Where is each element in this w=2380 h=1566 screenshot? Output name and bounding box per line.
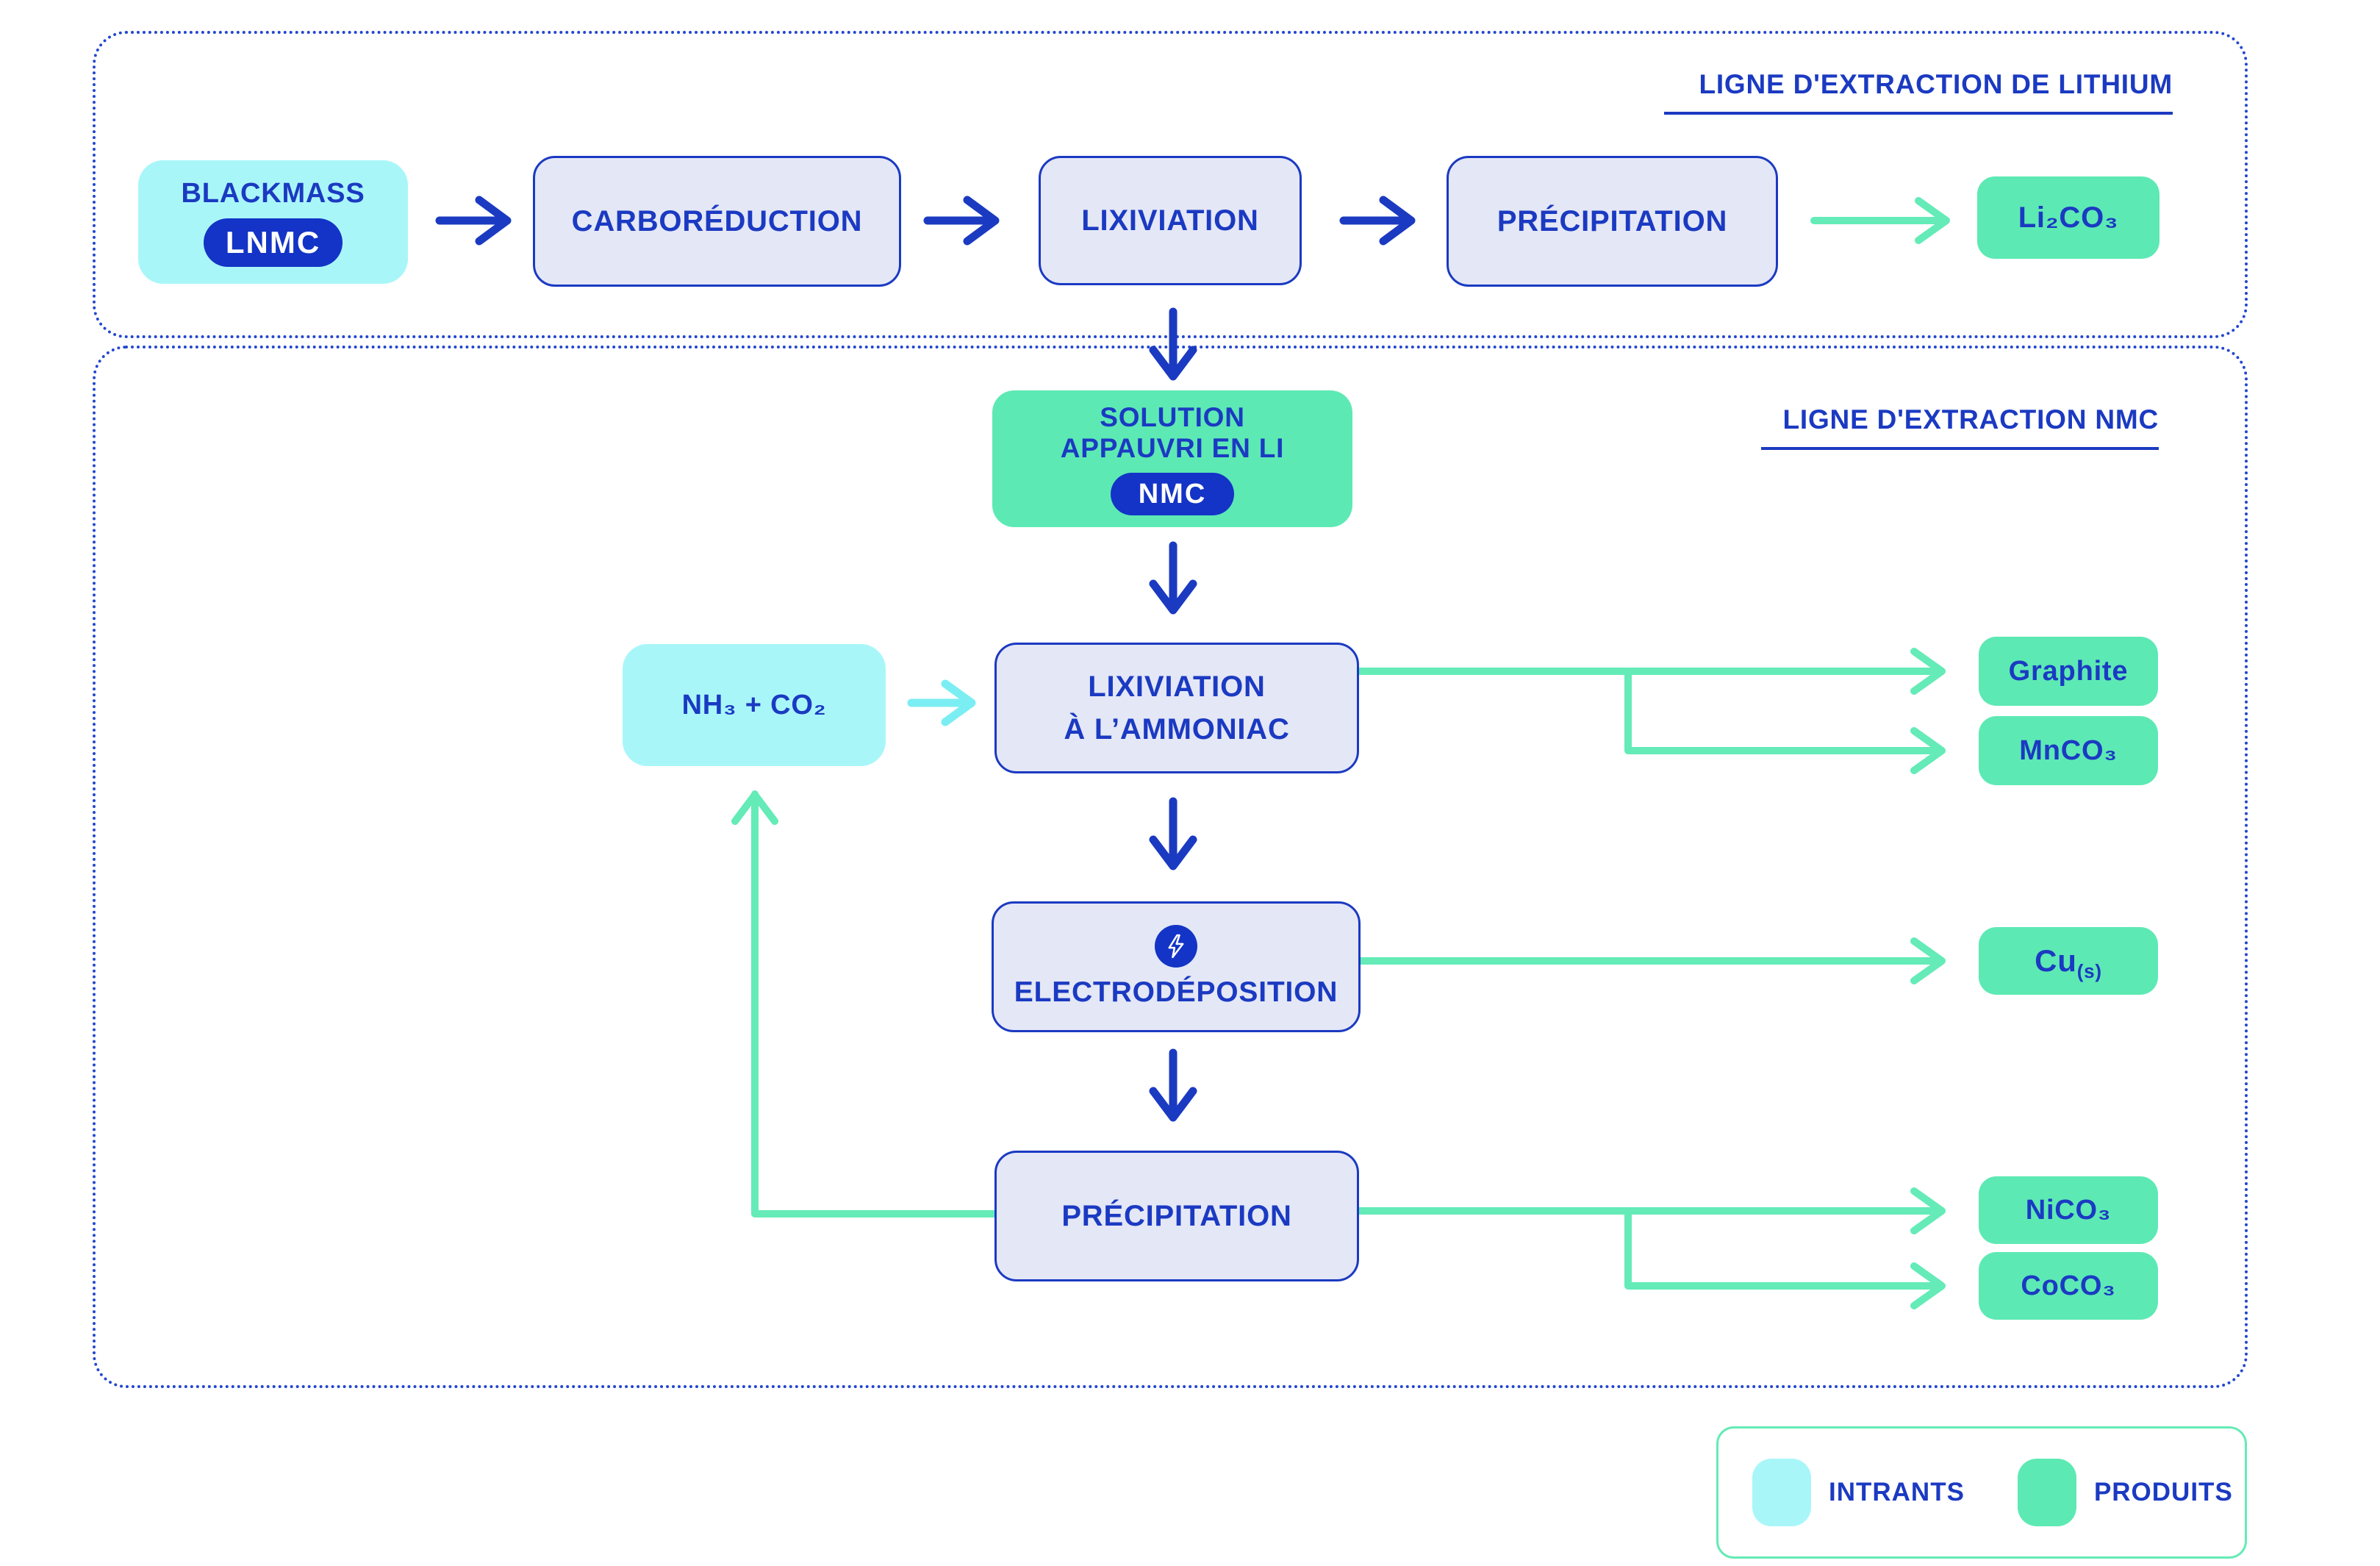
arrowhead-icon <box>1910 727 1946 774</box>
cu-subscript: (s) <box>2076 960 2102 983</box>
arrowhead-icon <box>1149 346 1197 381</box>
mnco3-label: MnCO₃ <box>2019 734 2118 766</box>
nico3-product-box: NiCO₃ <box>1979 1176 2158 1244</box>
intrants-label: INTRANTS <box>1829 1478 1965 1506</box>
mnco3-product-box: MnCO₃ <box>1979 716 2158 785</box>
lithium-line-title: LIGNE D'EXTRACTION DE LITHIUM <box>1664 69 2173 115</box>
arrow-recycle-loop <box>751 790 1000 1218</box>
nmc-tag: NMC <box>1110 473 1235 515</box>
intrants-swatch-icon <box>1752 1459 1811 1526</box>
arrow-leach-mnco3 <box>1624 668 1941 754</box>
nmc-precipitation-label: PRÉCIPITATION <box>1061 1199 1292 1232</box>
produits-label: PRODUITS <box>2093 1478 2233 1506</box>
li2co3-label: Li₂CO₃ <box>2018 201 2119 234</box>
arrowhead-icon <box>963 196 1000 246</box>
li2co3-product-box: Li₂CO₃ <box>1977 176 2159 259</box>
cyan-input-arrow <box>907 679 976 726</box>
nh3-co2-input-box: NH₃ + CO₂ <box>623 644 886 766</box>
nmc-line-title: LIGNE D'EXTRACTION NMC <box>1761 404 2159 450</box>
cu-base: Cu <box>2035 943 2077 978</box>
cu-label: Cu(s) <box>2035 943 2102 983</box>
cu-product-box: Cu(s) <box>1979 927 2158 995</box>
arrowhead-icon <box>1379 196 1416 246</box>
legend-produits: PRODUITS <box>2017 1459 2233 1526</box>
nico3-label: NiCO₃ <box>2025 1194 2112 1226</box>
blue-flow-arrows <box>435 196 1416 1122</box>
arrowhead-icon <box>1910 1262 1946 1309</box>
arrowhead-icon <box>941 679 976 726</box>
precipitation-label: PRÉCIPITATION <box>1497 204 1728 237</box>
ammonia-leaching-line2: À L’AMMONIAC <box>1064 713 1290 746</box>
produits-swatch-icon <box>2017 1459 2076 1526</box>
carboreduction-label: CARBORÉDUCTION <box>571 204 863 237</box>
lixiviation-label: LIXIVIATION <box>1081 204 1259 237</box>
arrowhead-icon <box>731 791 778 825</box>
legend: INTRANTS PRODUITS <box>1716 1426 2247 1559</box>
carboreduction-step-box: CARBORÉDUCTION <box>533 156 901 287</box>
ammonia-leaching-line1: LIXIVIATION <box>1088 671 1266 703</box>
arrowhead-icon <box>475 196 512 246</box>
lixiviation-step-box: LIXIVIATION <box>1039 156 1302 285</box>
coco3-product-box: CoCO₃ <box>1979 1252 2158 1320</box>
arrowhead-icon <box>1149 579 1197 615</box>
arrowhead-icon <box>1910 1187 1946 1234</box>
electrodeposition-box: ELECTRODÉPOSITION <box>992 901 1361 1032</box>
solution-line2: APPAUVRI EN LI <box>1060 433 1285 463</box>
arrowhead-icon <box>1910 648 1946 695</box>
arrowhead-icon <box>1915 197 1950 244</box>
solution-line1: SOLUTION <box>1100 402 1245 432</box>
blackmass-input-box: BLACKMASS LNMC <box>138 160 408 284</box>
green-product-arrows <box>731 197 1950 1309</box>
graphite-product-box: Graphite <box>1979 637 2158 706</box>
coco3-label: CoCO₃ <box>2021 1270 2116 1301</box>
graphite-label: Graphite <box>2008 655 2129 687</box>
arrowhead-icon <box>1149 835 1197 870</box>
lnmc-tag: LNMC <box>203 218 343 267</box>
nmc-precipitation-box: PRÉCIPITATION <box>994 1151 1359 1281</box>
nh3-co2-label: NH₃ + CO₂ <box>681 689 827 721</box>
arrow-precip-coco3 <box>1624 1207 1941 1290</box>
lightning-icon <box>1155 925 1197 968</box>
legend-intrants: INTRANTS <box>1752 1459 1965 1526</box>
blackmass-label: BLACKMASS <box>181 177 365 209</box>
arrowhead-icon <box>1149 1087 1197 1122</box>
solution-box: SOLUTION APPAUVRI EN LI NMC <box>992 390 1352 527</box>
precipitation-step-box: PRÉCIPITATION <box>1447 156 1778 287</box>
ammonia-leaching-box: LIXIVIATION À L’AMMONIAC <box>994 643 1359 773</box>
electrodeposition-label: ELECTRODÉPOSITION <box>1014 976 1338 1008</box>
arrowhead-icon <box>1910 937 1946 984</box>
